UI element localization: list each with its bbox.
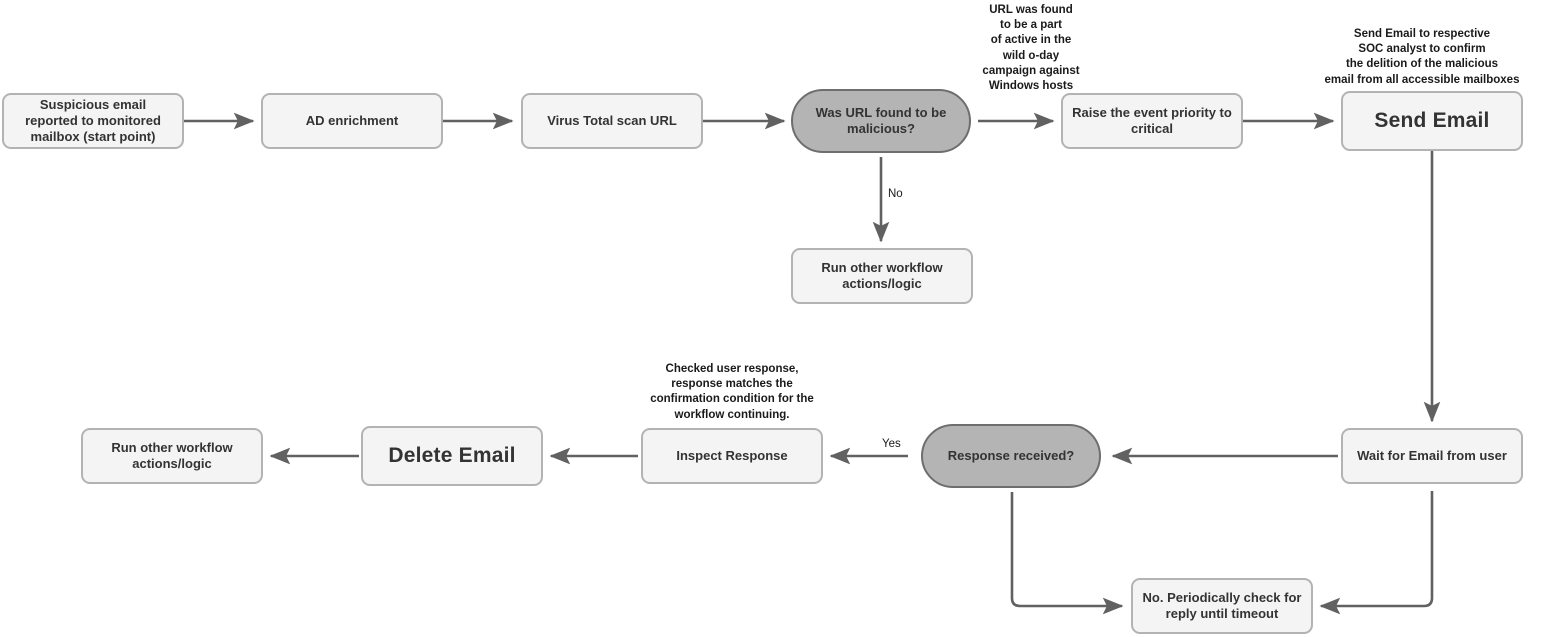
edge-label-no-branch: No: [888, 188, 903, 200]
node-label: Send Email: [1374, 108, 1490, 132]
node-run-other-workflow-bottom[interactable]: Run other workflow actions/logic: [81, 428, 263, 484]
node-label: Run other workflow actions/logic: [821, 259, 943, 291]
node-response-received-decision[interactable]: Response received?: [921, 424, 1101, 488]
node-ad-enrichment[interactable]: AD enrichment: [261, 93, 443, 149]
node-run-other-workflow-top[interactable]: Run other workflow actions/logic: [791, 248, 973, 304]
edge-label-yes-branch: Yes: [882, 438, 901, 450]
node-label: Response received?: [947, 447, 1075, 463]
annotation-send-email-to-soc-analyst: Send Email to respective SOC analyst to …: [1324, 28, 1520, 86]
node-suspicious-email-start[interactable]: Suspicious email reported to monitored m…: [2, 93, 184, 149]
annotation-checked-user-response: Checked user response, response matches …: [650, 363, 814, 421]
node-wait-for-email-from-user[interactable]: Wait for Email from user: [1341, 428, 1523, 484]
node-was-url-malicious-decision[interactable]: Was URL found to be malicious?: [791, 89, 971, 153]
node-label: Wait for Email from user: [1357, 447, 1507, 463]
node-label: Delete Email: [388, 443, 516, 467]
edge-response-decision-to-periodic-check: [1010, 492, 1124, 615]
node-periodic-check-for-reply[interactable]: No. Periodically check for reply until t…: [1131, 578, 1313, 634]
node-virus-total-scan-url[interactable]: Virus Total scan URL: [521, 93, 703, 149]
node-label: No. Periodically check for reply until t…: [1142, 589, 1302, 621]
node-send-email[interactable]: Send Email: [1341, 91, 1523, 151]
node-label: Inspect Response: [676, 447, 788, 463]
node-delete-email[interactable]: Delete Email: [361, 426, 543, 486]
node-label: Raise the event priority to critical: [1072, 104, 1232, 136]
node-label: Virus Total scan URL: [547, 112, 677, 128]
node-label: AD enrichment: [305, 112, 399, 128]
node-label: Was URL found to be malicious?: [815, 104, 947, 136]
node-label: Suspicious email reported to monitored m…: [25, 96, 161, 145]
node-label: Run other workflow actions/logic: [111, 439, 233, 471]
edge-wait-for-email-to-periodic-check: [1319, 491, 1434, 615]
annotation-url-zero-day-campaign: URL was found to be a part of active in …: [982, 4, 1080, 92]
node-inspect-response[interactable]: Inspect Response: [641, 428, 823, 484]
node-raise-event-priority[interactable]: Raise the event priority to critical: [1061, 93, 1243, 149]
